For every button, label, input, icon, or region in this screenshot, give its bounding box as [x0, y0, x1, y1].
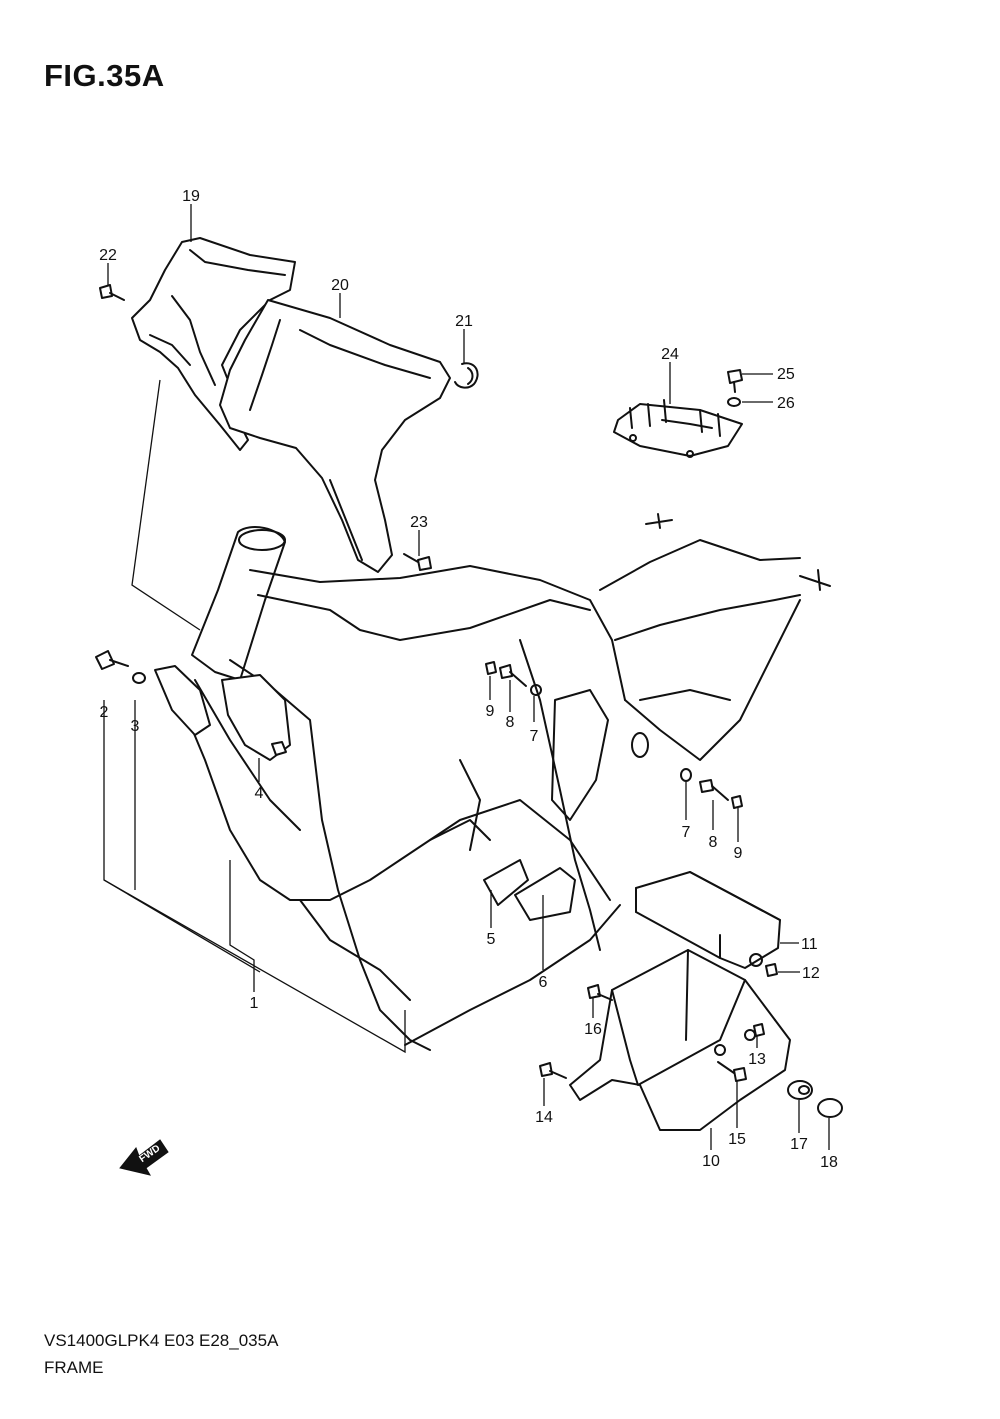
part-13-nut	[753, 1023, 765, 1037]
callout-9a: 9	[486, 703, 495, 720]
part-9-nut-a	[485, 661, 497, 675]
part-10-tray	[569, 949, 791, 1131]
part-21-clip	[454, 362, 479, 389]
part-19-side-cover	[131, 237, 296, 451]
part-7-washer-a	[530, 684, 542, 696]
forward-arrow-icon: FWD	[119, 1139, 169, 1176]
callout-7b: 7	[682, 824, 691, 841]
callout-19: 19	[182, 188, 200, 205]
callout-6: 6	[539, 974, 548, 991]
callout-26: 26	[777, 395, 795, 412]
part-7-washer-b	[680, 768, 692, 782]
callout-18: 18	[820, 1154, 838, 1171]
part-23-bolt	[403, 553, 432, 571]
callout-12: 12	[802, 965, 820, 982]
diagram-name: FRAME	[44, 1358, 104, 1377]
callout-14: 14	[535, 1109, 553, 1126]
callout-15: 15	[728, 1131, 746, 1148]
part-2-bolt	[95, 650, 129, 670]
part-26-grommet	[727, 397, 741, 407]
part-17-grommet	[787, 1080, 813, 1100]
callout-4: 4	[255, 785, 264, 802]
callout-5: 5	[487, 931, 496, 948]
part-4-nut	[271, 741, 287, 756]
part-14-bolt	[539, 1062, 567, 1079]
part-12-bolt	[765, 963, 778, 977]
part-1-frame	[154, 513, 831, 1051]
figure-title: FIG.35A	[44, 58, 165, 93]
part-25-screw	[727, 369, 743, 393]
callouts: 1 2 3 4 5 6 7 7 8 8 9 9 10 11 12 13 14 1…	[99, 188, 838, 1171]
callout-7a: 7	[530, 728, 539, 745]
part-8-bolt-a	[499, 664, 527, 687]
callout-10: 10	[702, 1153, 720, 1170]
callout-21: 21	[455, 313, 473, 330]
leader-lines	[103, 204, 830, 1150]
part-22-bolt	[99, 284, 125, 301]
callout-3: 3	[131, 718, 140, 735]
callout-20: 20	[331, 277, 349, 294]
callout-24: 24	[661, 346, 679, 363]
callout-16: 16	[584, 1021, 602, 1038]
diagram-code: VS1400GLPK4 E03 E28_035A	[44, 1331, 279, 1350]
part-24-bracket	[613, 399, 743, 458]
part-11-box	[635, 871, 781, 969]
callout-25: 25	[777, 366, 795, 383]
part-20-tank-cover	[219, 299, 451, 573]
callout-17: 17	[790, 1136, 808, 1153]
callout-9b: 9	[734, 845, 743, 862]
callout-23: 23	[410, 514, 428, 531]
callout-2: 2	[100, 704, 109, 721]
callout-11: 11	[801, 936, 818, 953]
callout-22: 22	[99, 247, 117, 264]
part-3-washer	[132, 672, 146, 684]
part-18-collar	[817, 1098, 843, 1118]
callout-8a: 8	[506, 714, 515, 731]
part-9-nut-b	[731, 795, 743, 809]
part-16-bolt	[587, 984, 613, 1001]
callout-13: 13	[748, 1051, 766, 1068]
part-15-bolt	[717, 1061, 747, 1082]
callout-1: 1	[250, 995, 259, 1012]
part-8-bolt-b	[699, 779, 729, 801]
callout-8b: 8	[709, 834, 718, 851]
